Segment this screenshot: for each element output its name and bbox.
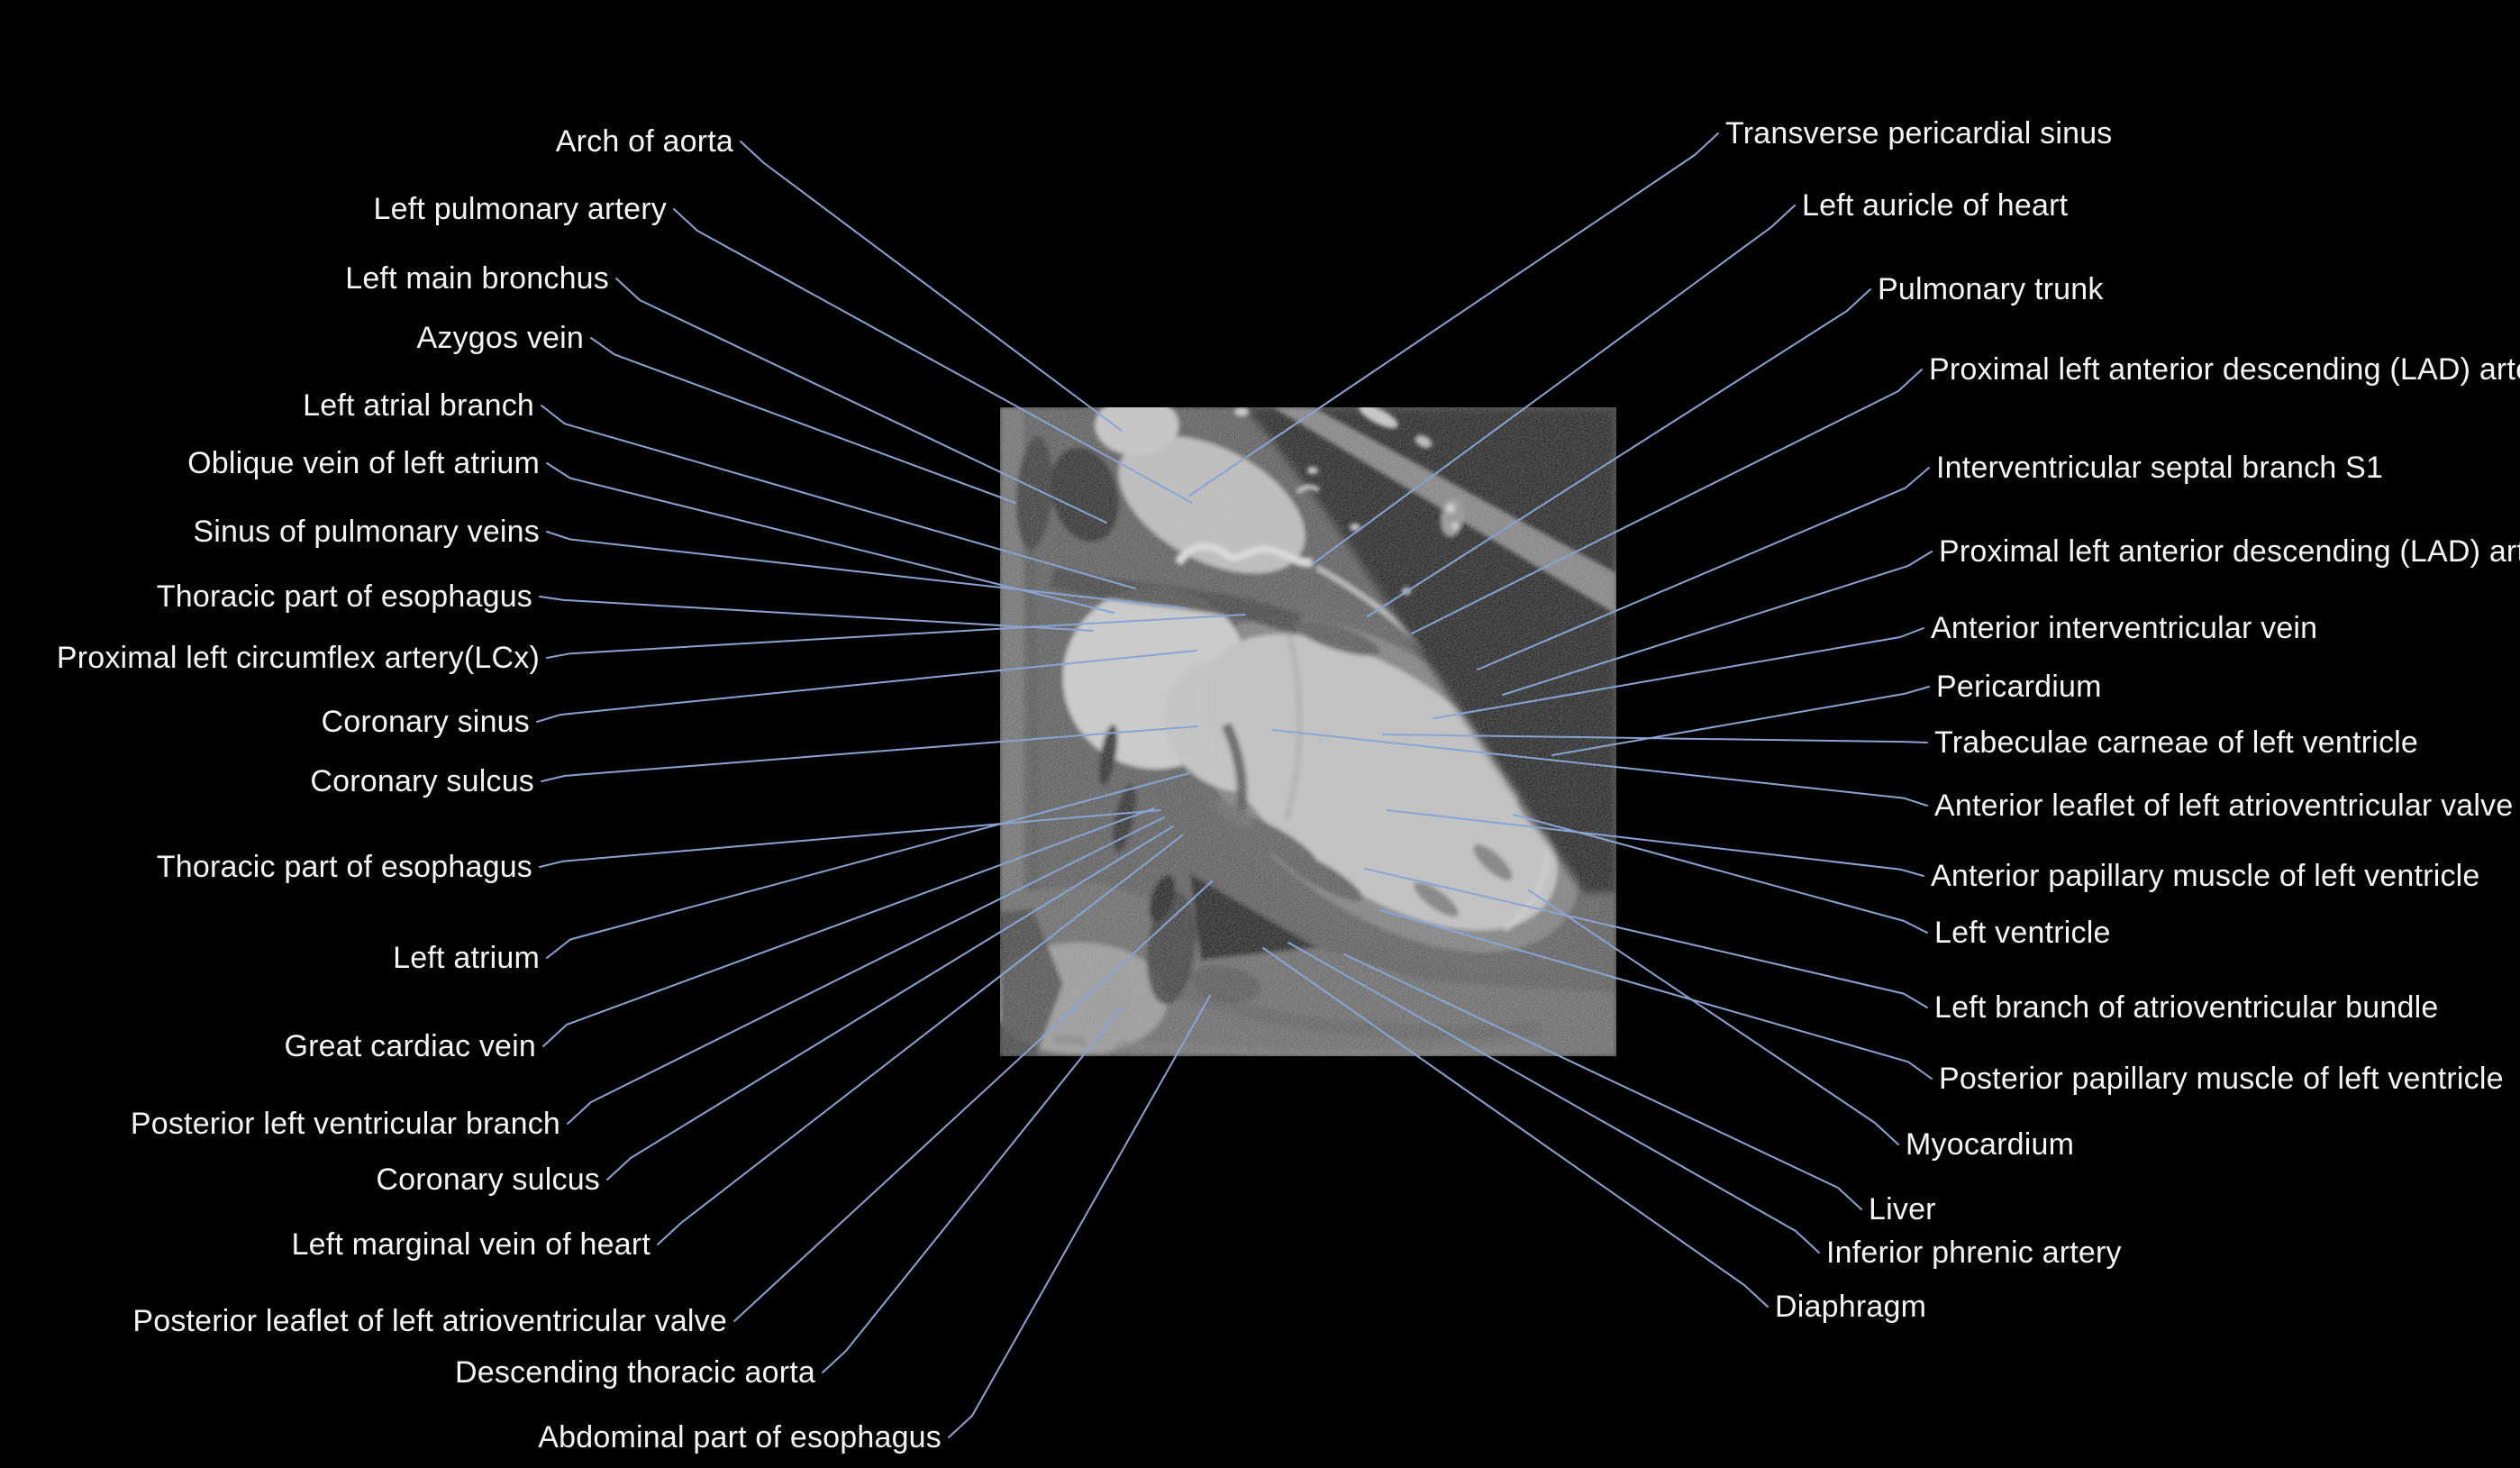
anatomy-label-right-23: Proximal left anterior descending (LAD) …: [1929, 352, 2520, 387]
anatomy-label-left-5: Oblique vein of left atrium: [187, 446, 540, 480]
anatomy-label-right-37: Diaphragm: [1775, 1290, 1927, 1324]
anatomy-label-left-11: Thoracic part of esophagus: [156, 850, 532, 884]
anatomy-label-right-22: Pulmonary trunk: [1878, 272, 2104, 306]
ct-scan-image: [991, 396, 1616, 1061]
anatomy-label-left-17: Posterior leaflet of left atrioventricul…: [132, 1304, 727, 1338]
anatomy-label-left-4: Left atrial branch: [303, 388, 534, 423]
anatomy-label-left-15: Coronary sulcus: [376, 1163, 600, 1197]
anatomy-label-right-33: Posterior papillary muscle of left ventr…: [1939, 1062, 2504, 1096]
anatomy-label-right-28: Trabeculae carneae of left ventricle: [1934, 725, 2419, 760]
leader-line-18: [822, 1007, 1123, 1373]
anatomy-label-left-2: Left main bronchus: [345, 261, 609, 296]
anatomy-label-right-26: Anterior interventricular vein: [1931, 611, 2318, 645]
anatomy-label-right-25: Proximal left anterior descending (LAD) …: [1939, 534, 2520, 569]
anatomy-label-left-14: Posterior left ventricular branch: [130, 1107, 560, 1141]
anatomy-label-left-19: Abdominal part of esophagus: [538, 1420, 942, 1454]
anatomy-label-left-16: Left marginal vein of heart: [291, 1227, 650, 1262]
anatomy-label-right-27: Pericardium: [1936, 670, 2102, 704]
anatomy-label-left-9: Coronary sinus: [321, 705, 530, 739]
leader-line-0: [740, 141, 1123, 432]
anatomy-label-right-34: Myocardium: [1906, 1127, 2075, 1162]
anatomy-label-left-12: Left atrium: [393, 941, 540, 975]
anatomy-label-left-13: Great cardiac vein: [284, 1029, 536, 1063]
anatomy-label-right-35: Liver: [1869, 1192, 1936, 1226]
anatomy-label-right-21: Left auricle of heart: [1802, 188, 2069, 223]
anatomy-label-right-32: Left branch of atrioventricular bundle: [1934, 990, 2439, 1025]
leader-line-3: [590, 337, 1016, 504]
anatomy-label-left-3: Azygos vein: [416, 321, 584, 355]
anatomy-label-right-30: Anterior papillary muscle of left ventri…: [1931, 859, 2480, 893]
anatomy-label-left-10: Coronary sulcus: [310, 764, 534, 798]
anatomy-label-left-18: Descending thoracic aorta: [454, 1355, 815, 1390]
anatomy-label-right-20: Transverse pericardial sinus: [1725, 116, 2113, 150]
ct-noise-overlay: [1000, 407, 1616, 1056]
anatomy-label-left-8: Proximal left circumflex artery(LCx): [56, 641, 540, 675]
anatomy-label-right-24: Interventricular septal branch S1: [1936, 451, 2384, 485]
anatomy-label-right-29: Anterior leaflet of left atrioventricula…: [1934, 789, 2514, 823]
anatomy-label-left-1: Left pulmonary artery: [373, 192, 667, 226]
anatomy-label-right-36: Inferior phrenic artery: [1826, 1235, 2122, 1270]
anatomy-label-left-0: Arch of aorta: [555, 124, 733, 159]
anatomy-label-right-31: Left ventricle: [1934, 916, 2111, 950]
anatomy-label-left-6: Sinus of pulmonary veins: [193, 515, 540, 549]
leader-line-19: [948, 995, 1211, 1438]
anatomy-label-left-7: Thoracic part of esophagus: [156, 579, 532, 614]
